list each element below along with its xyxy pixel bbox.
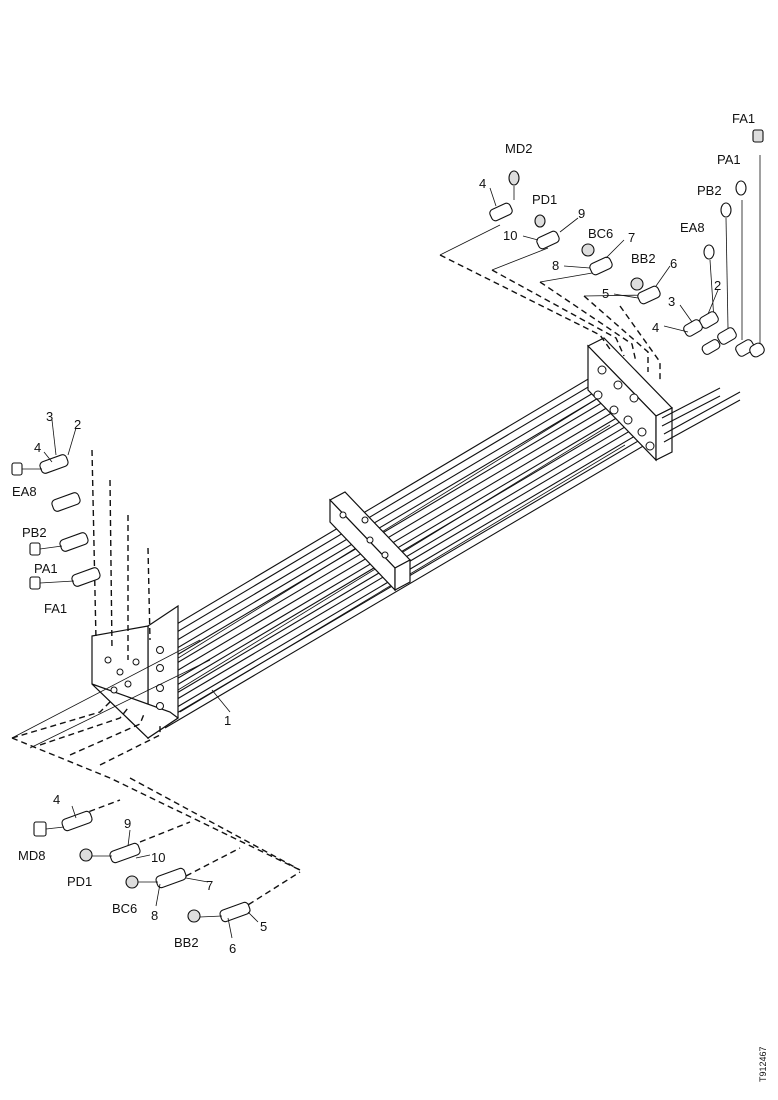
label-fa1-left: FA1 [44, 601, 67, 616]
label-4-top-center: 4 [479, 176, 486, 191]
label-6-bottom: 6 [229, 941, 236, 956]
label-pa1-left: PA1 [34, 561, 58, 576]
label-tube-1: 1 [224, 713, 231, 728]
label-5-bottom: 5 [260, 919, 267, 934]
label-8-top-center: 8 [552, 258, 559, 273]
fitting-pb2-left [59, 532, 89, 552]
label-2-top-right: 2 [714, 278, 721, 293]
fitting-8-7 [589, 256, 613, 276]
fittings-left [11, 454, 101, 590]
label-pd1-bottom: PD1 [67, 874, 92, 889]
label-7-bottom: 7 [206, 878, 213, 893]
labels-left: 3 2 4 EA8 PB2 PA1 FA1 [12, 409, 81, 616]
labels-top-center: MD2 4 PD1 9 10 BC6 7 8 BB2 6 5 [479, 141, 677, 301]
fitting-bb2 [630, 277, 644, 291]
fitting-2-3-left [39, 454, 69, 474]
label-4-top-right: 4 [652, 320, 659, 335]
fitting-fa1-left [71, 567, 101, 587]
fitting-pb2-nut [29, 542, 41, 556]
labels-bottom: 4 MD8 9 10 PD1 7 BC6 8 5 BB2 6 [18, 792, 267, 956]
label-10-top-center: 10 [503, 228, 517, 243]
fitting-4-top-center [489, 202, 513, 222]
fitting-md2 [508, 170, 520, 186]
label-3-top-right: 3 [668, 294, 675, 309]
fitting-5-6 [637, 285, 661, 305]
label-7-top-center: 7 [628, 230, 635, 245]
callout-leaders [43, 187, 719, 939]
label-fa1-top-right: FA1 [732, 111, 755, 126]
fitting-elbow-row-right [701, 327, 765, 358]
document-id: T912467 [758, 1046, 768, 1082]
fitting-bb2-bottom [187, 909, 201, 923]
label-6-top-center: 6 [670, 256, 677, 271]
label-bb2: BB2 [631, 251, 656, 266]
label-9-top-center: 9 [578, 206, 585, 221]
fittings-bottom [33, 810, 251, 923]
fitting-pa1-nut [29, 576, 41, 590]
fitting-pd1 [534, 214, 546, 228]
fitting-10-9 [536, 230, 560, 250]
label-pb2-top-right: PB2 [697, 183, 722, 198]
fitting-pa1-top-right [735, 180, 747, 196]
label-ea8-top-right: EA8 [680, 220, 705, 235]
label-bc6-bottom: BC6 [112, 901, 137, 916]
label-9-bottom: 9 [124, 816, 131, 831]
fitting-ea8-left [51, 492, 81, 512]
fitting-4-left-nut [11, 462, 23, 476]
label-pd1: PD1 [532, 192, 557, 207]
fitting-bc6-bottom [125, 875, 139, 889]
label-pa1-top-right: PA1 [717, 152, 741, 167]
label-3-left: 3 [46, 409, 53, 424]
fitting-ea8-top-right [703, 244, 715, 260]
left-mounting-plate [91, 604, 180, 740]
label-4-left: 4 [34, 440, 41, 455]
labels-top-right: FA1 PA1 PB2 EA8 2 3 4 [652, 111, 755, 335]
fitting-pb2-top-right [720, 202, 732, 218]
fitting-md8 [33, 821, 47, 837]
fitting-pd1-bottom [79, 848, 93, 862]
label-8-bottom: 8 [151, 908, 158, 923]
fitting-9-10-bottom [109, 842, 141, 864]
fittings-top-center [489, 170, 661, 305]
label-4-bottom: 4 [53, 792, 60, 807]
fitting-bc6 [581, 243, 595, 257]
label-md2: MD2 [505, 141, 532, 156]
center-support-plate [329, 491, 411, 592]
label-bc6: BC6 [588, 226, 613, 241]
label-md8: MD8 [18, 848, 45, 863]
label-2-left: 2 [74, 417, 81, 432]
leader-lines [11, 155, 761, 749]
fitting-7-8-bottom [155, 867, 187, 889]
fitting-elbow-2-top-right [683, 311, 719, 337]
label-10-bottom: 10 [151, 850, 165, 865]
fitting-5-6-bottom [219, 901, 251, 923]
label-ea8-left: EA8 [12, 484, 37, 499]
label-5-top-center: 5 [602, 286, 609, 301]
fitting-fa1-top-right [752, 129, 764, 143]
assembly-dashed-lines [11, 254, 661, 911]
label-pb2-left: PB2 [22, 525, 47, 540]
label-bb2-bottom: BB2 [174, 935, 199, 950]
fitting-4-bottom [61, 810, 93, 832]
right-mounting-plate [586, 337, 741, 462]
fittings-top-right [683, 129, 765, 358]
